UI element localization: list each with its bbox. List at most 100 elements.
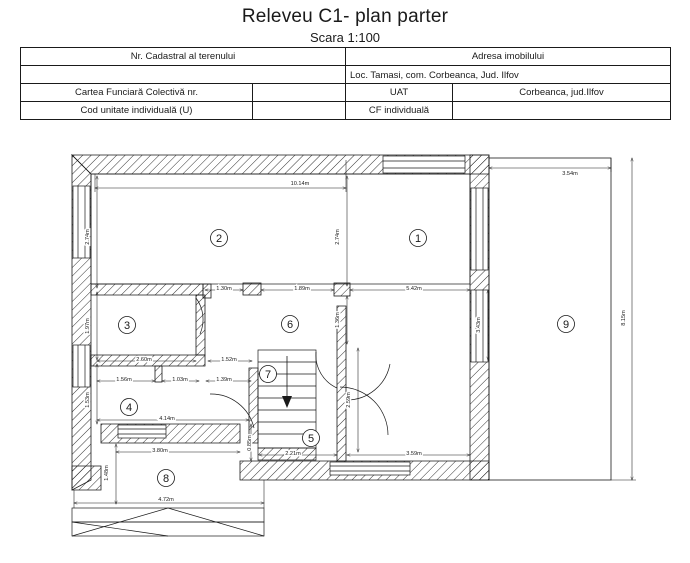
room-marker-9: 9 — [557, 315, 575, 333]
room-marker-2: 2 — [210, 229, 228, 247]
cell-unit-value[interactable] — [252, 101, 346, 120]
plan-windows — [72, 155, 489, 476]
dimension-label-halo: 4.14m — [159, 416, 175, 422]
dimension-label: 1.39m — [216, 377, 232, 383]
dimension-label-halo: 3.80m — [152, 448, 168, 454]
dimension-label-halo: 2.60m — [136, 357, 152, 363]
dimension-label-halo: 10.14m — [291, 181, 310, 187]
room-number-label: 5 — [308, 433, 314, 445]
room-marker-6: 6 — [281, 315, 299, 333]
room-bubble-circle — [281, 315, 299, 333]
dimension-label-halo: 1.56m — [116, 377, 132, 383]
room-number-label: 3 — [124, 320, 130, 332]
dimension-label: 2.60m — [136, 357, 152, 363]
plan-room-outlines — [90, 173, 471, 285]
dimension-label-halo: 8.15m — [621, 310, 627, 326]
dimension-label-halo: 2.21m — [285, 451, 301, 457]
room-bubble-circle — [118, 316, 136, 334]
room-bubble-circle — [557, 315, 575, 333]
dimension-label: 4.14m — [159, 416, 175, 422]
dimension-label-halo: 1.39m — [216, 377, 232, 383]
header-address: Adresa imobilului — [345, 47, 671, 66]
room-number-label: 4 — [126, 402, 132, 414]
dimension-label: 1.36m — [335, 312, 341, 328]
room-marker-3: 3 — [118, 316, 136, 334]
room-bubble-circle — [120, 398, 138, 416]
room-marker-7: 7 — [259, 365, 277, 383]
room-number-label: 2 — [216, 233, 222, 245]
dimension-label-halo: 1.53m — [85, 392, 91, 408]
scale-label: Scara 1:100 — [309, 29, 381, 45]
dimension-label: 1.89m — [294, 286, 310, 292]
label-cod-unitate: Cod unitate individuală (U) — [20, 101, 253, 120]
dimension-label-halo: 1.48m — [104, 465, 110, 481]
table-row-headers: Nr. Cadastral al terenului Adresa imobil… — [20, 47, 671, 66]
dimension-label: 2.21m — [285, 451, 301, 457]
dimension-label-halo: 1.36m — [335, 312, 341, 328]
dimension-label-halo: 1.52m — [221, 357, 237, 363]
label-cf-colectiva: Cartea Funciară Colectivă nr. — [20, 83, 253, 102]
room-number-label: 8 — [163, 473, 169, 485]
terrace-outline — [488, 157, 612, 481]
plan-interior-walls — [90, 282, 351, 462]
header-cadastral: Nr. Cadastral al terenului — [20, 47, 346, 66]
document-header: Releveu C1- plan parter Scara 1:100 — [0, 0, 690, 45]
room-marker-8: 8 — [157, 469, 175, 487]
dimension-label-halo: 3.43m — [476, 317, 482, 333]
dimension-label: 4.72m — [158, 497, 174, 503]
cell-cadastral-value[interactable] — [20, 65, 346, 84]
label-cf-individuala: CF individuală — [345, 101, 453, 120]
dimension-label: 1.48m — [104, 465, 110, 481]
door-swings — [195, 297, 391, 436]
room-bubble-circle — [302, 429, 320, 447]
dimension-label-halo: 5.42m — [406, 286, 422, 292]
room-marker-5: 5 — [302, 429, 320, 447]
dimension-label: 1.30m — [216, 286, 232, 292]
dimension-label-halo: 1.97m — [85, 318, 91, 334]
dimension-label-halo: 1.03m — [172, 377, 188, 383]
room-number-bubbles: 1 2 3 4 5 6 7 8 9 — [118, 229, 575, 487]
dimension-label: 3.59m — [406, 451, 422, 457]
dimension-label: 3.54m — [562, 171, 578, 177]
dimension-label-halo: 1.30m — [216, 286, 232, 292]
table-row-unit: Cod unitate individuală (U) CF individua… — [20, 101, 671, 120]
dimension-label: 1.03m — [172, 377, 188, 383]
room-bubble-circle — [259, 365, 277, 383]
cell-cfi-value[interactable] — [452, 101, 671, 120]
dimension-label: 2.74m — [335, 229, 341, 245]
dimension-label: 2.59m — [346, 392, 352, 408]
dimension-label: 10.14m — [291, 181, 310, 187]
cadastral-info-table: Nr. Cadastral al terenului Adresa imobil… — [20, 47, 671, 120]
room-marker-4: 4 — [120, 398, 138, 416]
page-title: Releveu C1- plan parter — [241, 6, 449, 27]
dimension-label: 5.42m — [406, 286, 422, 292]
room-number-label: 1 — [415, 233, 421, 245]
dimension-label: 1.97m — [85, 318, 91, 334]
dimension-label: 2.74m — [85, 229, 91, 245]
dimension-label: 1.56m — [116, 377, 132, 383]
room-bubble-circle — [409, 229, 427, 247]
dimension-label-halo: 2.74m — [335, 229, 341, 245]
room-number-label: 7 — [265, 369, 271, 381]
room-bubble-circle — [157, 469, 175, 487]
cell-uat-value: Corbeanca, jud.Ilfov — [452, 83, 671, 102]
dimension-label-halo: 2.59m — [346, 392, 352, 408]
dimension-lines — [73, 158, 636, 508]
dimension-label-halo: 2.74m — [85, 229, 91, 245]
dimension-label-halo: 1.89m — [294, 286, 310, 292]
table-row-values: Loc. Tamasi, com. Corbeanca, Jud. Ilfov — [20, 65, 671, 84]
room-bubble-circle — [210, 229, 228, 247]
cell-cf-value[interactable] — [252, 83, 346, 102]
room-marker-1: 1 — [409, 229, 427, 247]
cell-address-value: Loc. Tamasi, com. Corbeanca, Jud. Ilfov — [345, 65, 671, 84]
entrance-steps — [71, 507, 265, 537]
room-number-label: 9 — [563, 319, 569, 331]
dimension-label-halo: 3.54m — [562, 171, 578, 177]
dimension-label-halo: 3.59m — [406, 451, 422, 457]
label-uat: UAT — [345, 83, 453, 102]
dimension-label-halo: 0.85m — [247, 435, 253, 451]
dimension-label: 3.80m — [152, 448, 168, 454]
dimension-label: 3.43m — [476, 317, 482, 333]
